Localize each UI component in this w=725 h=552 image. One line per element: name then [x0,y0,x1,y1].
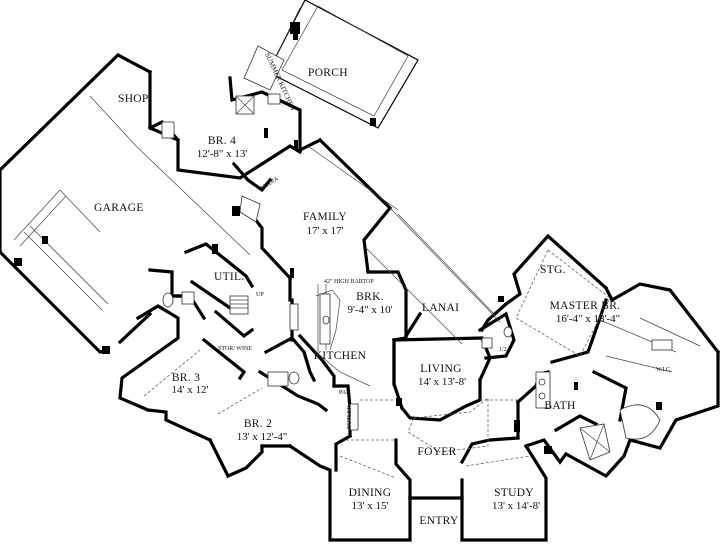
dining-size: 13' x 15' [352,500,389,512]
porch-label: PORCH [308,67,348,79]
living-label: LIVING [420,363,461,375]
br4-label: BR. 4 [208,135,236,147]
porch-area [243,0,419,129]
util-label: UTIL. [214,271,245,283]
stor-wine-label: STOR/ WINE [218,346,252,352]
study-size: 13' x 14'-8' [492,500,540,512]
half-bath-label: 1/2 [499,347,507,353]
br4-size: 12'-8" x 13' [197,148,248,160]
master-label: MASTER BR. [550,300,621,312]
kitchen-label: KITCHEN [314,350,367,362]
fireplace-fixture [239,195,261,223]
pan-label: PAN [339,390,351,396]
brk-size: 9'-4" x 10' [347,304,392,316]
garage-label: GARAGE [94,202,144,214]
garage-area [0,53,251,354]
family-label: FAMILY [303,211,347,223]
br2-label: BR. 2 [244,418,272,430]
br3-label: BR. 3 [172,372,200,384]
stair-up-label: UP [256,292,264,298]
study-label: STUDY [494,487,534,499]
butler-label: BUTLER [347,406,353,429]
shop-label: SHOP [118,93,149,105]
dining-label: DINING [349,487,392,499]
bartop-label: 42" HIGH BARTOP [324,279,374,285]
bath-label: BATH [544,400,575,412]
outer-walls [118,70,721,542]
br2-size: 13' x 12'-4" [237,431,288,443]
br3-size: 14' x 12' [172,384,209,396]
wic-label: W.I.C. [656,367,672,373]
stg-label: STG. [540,264,566,276]
entry-label: ENTRY [419,515,459,527]
foyer-label: FOYER [417,446,456,458]
tub-fixture [619,404,661,440]
living-size: 14' x 13'-8' [418,376,466,388]
brk-label: BRK. [356,291,384,303]
family-size: 17' x 17' [307,225,344,237]
master-size: 16'-4" x 18'-4" [556,313,620,325]
lanai-label: LANAI [422,302,459,314]
room-labels: PORCH SUMMER KITCHEN SHOP GARAGE BR. 4 1… [94,51,672,527]
fixtures [161,93,673,461]
